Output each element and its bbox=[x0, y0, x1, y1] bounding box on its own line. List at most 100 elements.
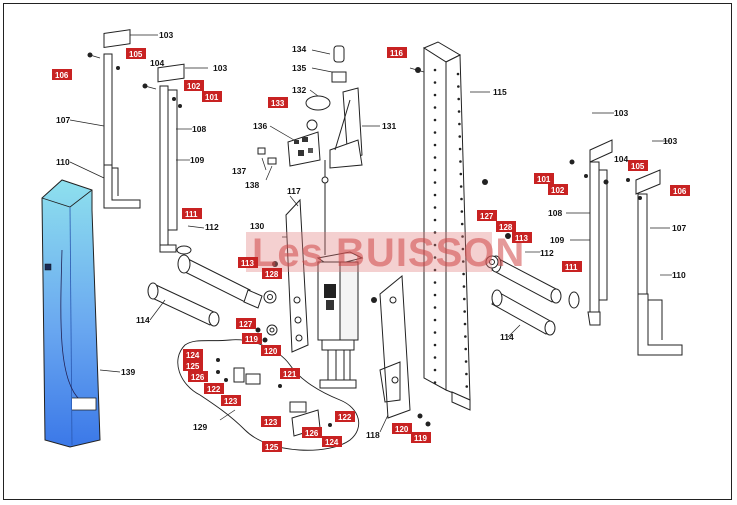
rail-hole bbox=[433, 68, 437, 72]
svg-text:128: 128 bbox=[265, 270, 279, 279]
rail-hole bbox=[433, 293, 437, 297]
rail-hole bbox=[463, 310, 466, 313]
tag-124: 124 bbox=[183, 349, 203, 360]
screws-119-120 bbox=[255, 327, 431, 427]
label-110: 110 bbox=[672, 270, 686, 280]
label-107: 107 bbox=[56, 115, 70, 125]
label-104: 104 bbox=[614, 154, 628, 164]
rail-hole bbox=[458, 147, 462, 151]
screw-rail bbox=[482, 179, 488, 185]
tag-120r: 120 bbox=[392, 423, 412, 434]
rail-hole bbox=[464, 347, 468, 351]
part-labels: 103 104 103 107 108 109 110 112 114 139 … bbox=[56, 30, 686, 440]
rail-hole bbox=[459, 185, 463, 188]
rail-hole bbox=[462, 272, 465, 276]
svg-text:127: 127 bbox=[480, 212, 494, 221]
svg-text:133: 133 bbox=[271, 99, 285, 108]
tag-116: 116 bbox=[387, 47, 407, 58]
watermark: Les BUISSON bbox=[246, 231, 525, 275]
bracket-108-right bbox=[587, 139, 613, 326]
rail-hole bbox=[457, 97, 461, 101]
rail-hole bbox=[433, 93, 437, 97]
rail-hole bbox=[433, 318, 437, 322]
tag-101: 101 bbox=[202, 91, 222, 102]
svg-text:122: 122 bbox=[338, 413, 352, 422]
tag-123: 123 bbox=[221, 395, 241, 406]
bushings-right bbox=[485, 233, 580, 309]
svg-text:126: 126 bbox=[305, 429, 319, 438]
rail-hole bbox=[433, 306, 437, 309]
svg-text:122: 122 bbox=[207, 385, 221, 394]
rail-115 bbox=[422, 41, 471, 411]
rail-hole bbox=[433, 368, 437, 372]
actuator-cylinder bbox=[316, 160, 364, 389]
label-136: 136 bbox=[253, 121, 267, 131]
rail-hole bbox=[459, 172, 463, 176]
rail-hole bbox=[433, 156, 437, 159]
watermark-text: Les BUISSON bbox=[252, 231, 525, 275]
label-108: 108 bbox=[192, 124, 206, 134]
label-103: 103 bbox=[614, 108, 628, 118]
diagram-frame bbox=[3, 3, 732, 500]
tag-102: 102 bbox=[184, 80, 204, 91]
cap-134 bbox=[331, 45, 347, 83]
tag-111: 111 bbox=[182, 208, 202, 219]
tag-113r: 113 bbox=[512, 232, 532, 243]
bracket-107-left bbox=[103, 29, 141, 209]
red-tag-labels: 106 105 102 101 111 133 116 113 128 127 … bbox=[52, 47, 690, 452]
svg-text:120: 120 bbox=[264, 347, 278, 356]
svg-text:121: 121 bbox=[283, 370, 297, 379]
rail-hole bbox=[464, 360, 468, 363]
rail-hole bbox=[433, 106, 437, 109]
tag-124b: 124 bbox=[322, 436, 342, 447]
label-109: 109 bbox=[550, 235, 564, 245]
svg-text:113: 113 bbox=[515, 234, 528, 243]
label-115: 115 bbox=[493, 87, 507, 97]
rail-hole bbox=[458, 122, 461, 126]
label-137: 137 bbox=[232, 166, 246, 176]
label-135: 135 bbox=[292, 63, 306, 73]
rail-hole bbox=[433, 218, 437, 222]
plate-117 bbox=[285, 198, 309, 353]
tag-120: 120 bbox=[261, 345, 281, 356]
label-109: 109 bbox=[190, 155, 204, 165]
rail-hole bbox=[433, 243, 437, 247]
rail-hole bbox=[433, 131, 437, 134]
rail-hole bbox=[433, 356, 437, 359]
rail-hole bbox=[433, 343, 437, 347]
tag-111r: 111 bbox=[562, 261, 582, 272]
roller-114-right bbox=[491, 289, 556, 336]
rail-hole bbox=[459, 160, 462, 163]
pcb-136 bbox=[287, 131, 321, 167]
tag-105: 105 bbox=[126, 48, 146, 59]
rail-hole bbox=[433, 181, 437, 184]
rail-hole bbox=[433, 168, 437, 172]
screws-right bbox=[569, 159, 642, 200]
label-134: 134 bbox=[292, 44, 306, 54]
bracket-107-right bbox=[635, 169, 683, 356]
label-110: 110 bbox=[56, 157, 70, 167]
sensor-132 bbox=[305, 95, 331, 131]
cover-139 bbox=[41, 179, 101, 448]
rail-hole bbox=[463, 322, 467, 326]
label-104: 104 bbox=[150, 58, 164, 68]
svg-text:106: 106 bbox=[55, 71, 69, 80]
label-117: 117 bbox=[287, 186, 301, 196]
svg-text:113: 113 bbox=[241, 259, 254, 268]
label-129: 129 bbox=[193, 422, 207, 432]
tag-125b: 125 bbox=[262, 441, 282, 452]
label-130: 130 bbox=[250, 221, 264, 231]
svg-text:125: 125 bbox=[186, 362, 200, 371]
svg-text:105: 105 bbox=[631, 162, 645, 171]
label-138: 138 bbox=[245, 180, 259, 190]
label-107: 107 bbox=[672, 223, 686, 233]
svg-text:116: 116 bbox=[390, 49, 403, 58]
tag-121: 121 bbox=[280, 368, 300, 379]
tag-113: 113 bbox=[238, 257, 258, 268]
leader-lines bbox=[69, 34, 672, 433]
svg-text:124: 124 bbox=[186, 351, 200, 360]
rail-hole bbox=[457, 110, 461, 113]
clip-137 bbox=[257, 147, 277, 165]
svg-text:124: 124 bbox=[325, 438, 339, 447]
svg-text:101: 101 bbox=[537, 175, 551, 184]
